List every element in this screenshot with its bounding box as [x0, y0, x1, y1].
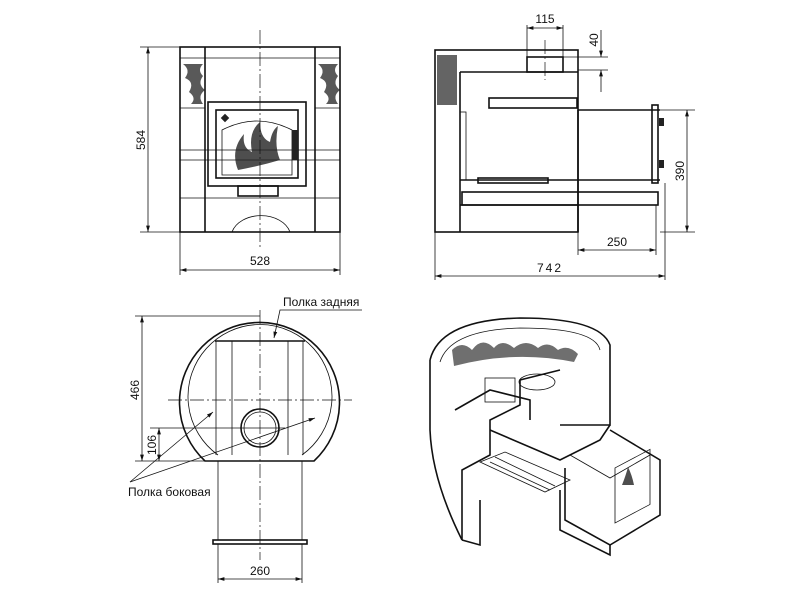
dimension-tunnel-height: 390: [660, 109, 695, 233]
dimension-chimney-height: 40: [563, 30, 608, 92]
dimension-chimney-diameter: 115: [526, 12, 564, 70]
dim-106: 106: [145, 435, 159, 455]
dim-466: 466: [128, 380, 142, 400]
dimension-front-height: 584: [134, 46, 180, 233]
dimension-chimney-offset: 106: [145, 427, 285, 461]
side-section-view: 115 40 390 250 742: [434, 12, 695, 280]
dimension-top-depth: 466: [128, 315, 260, 462]
top-view: 466 106 260 Полка задняя Полка боковая: [128, 295, 362, 583]
dimension-total-depth: 742: [434, 183, 666, 280]
isometric-cutaway-view: [429, 317, 661, 557]
flame-tile-pattern: [183, 64, 340, 104]
dim-260: 260: [250, 564, 270, 578]
front-view: 584 528: [134, 30, 341, 275]
callout-side-shelf: Полка боковая: [128, 411, 316, 499]
dim-115: 115: [535, 12, 554, 26]
firebox-door: [207, 101, 307, 187]
dim-250: 250: [607, 235, 627, 249]
dimension-tunnel-width: 260: [217, 544, 303, 583]
dim-742: 742: [537, 261, 563, 275]
dimension-front-width: 528: [179, 232, 341, 275]
label-side-shelf: Полка боковая: [128, 485, 211, 499]
callout-rear-shelf: Полка задняя: [273, 295, 362, 339]
label-rear-shelf: Полка задняя: [283, 295, 359, 309]
dim-584: 584: [134, 130, 148, 150]
dim-390: 390: [673, 161, 687, 181]
dim-40: 40: [587, 33, 601, 47]
dimension-tunnel-length: 250: [577, 205, 657, 255]
dim-528: 528: [250, 254, 270, 268]
